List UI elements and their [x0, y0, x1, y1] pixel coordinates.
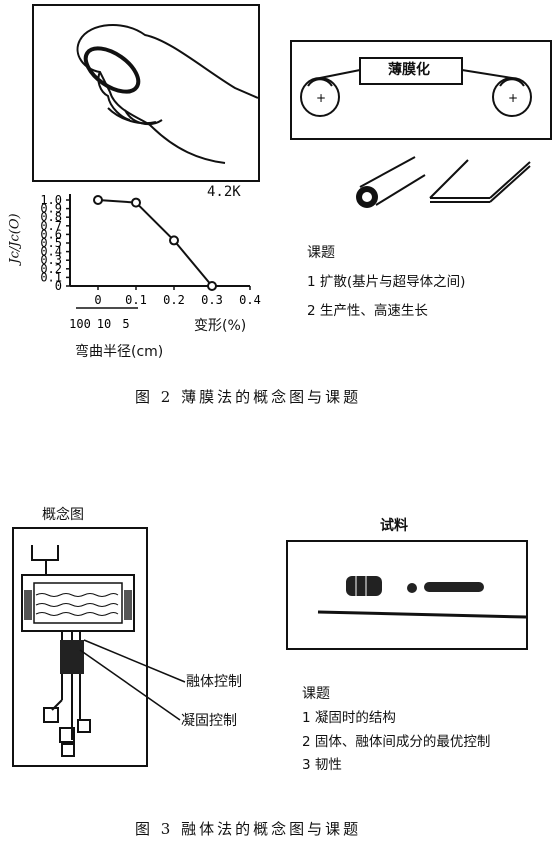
fig2-caption: 图 2 薄膜法的概念图与课题 — [135, 388, 362, 406]
x-tick-label: 0.3 — [201, 293, 223, 307]
film-apparatus-frame — [290, 40, 552, 140]
x-tick-label: 0.1 — [125, 293, 147, 307]
y-tick-label: 0.4 — [40, 245, 62, 259]
y-axis-label: Jc/Jc(O) — [7, 213, 23, 264]
fig3-issue-1: 1 凝固时的结构 — [302, 710, 396, 726]
y-tick-label: 0.7 — [40, 219, 62, 233]
series-line — [97, 199, 213, 287]
secondary-x-tick-label: 100 — [69, 317, 91, 331]
solidify-control-label: 凝固控制 — [181, 713, 237, 729]
y-tick-label: 0.3 — [40, 253, 62, 267]
secondary-x-tick-label: 10 — [97, 317, 111, 331]
x-tick-label: 0.4 — [239, 293, 261, 307]
sample-title: 试料 — [380, 518, 408, 534]
fig2-issue-1: 1 扩散(基片与超导体之间) — [307, 274, 466, 290]
y-tick-label: 0.6 — [40, 227, 62, 241]
secondary-x-tick-label: 5 — [122, 317, 129, 331]
fig3-caption: 图 3 融体法的概念图与课题 — [135, 820, 362, 838]
y-tick-label: 0.8 — [40, 210, 62, 224]
y-tick-label: 0.5 — [40, 236, 62, 250]
x-axis-label: 变形(%) — [194, 318, 247, 334]
x-tick-label: 0.2 — [163, 293, 185, 307]
fig3-issue-2: 2 固体、融体间成分的最优控制 — [302, 734, 491, 750]
data-point — [131, 197, 141, 208]
sample-frame — [286, 540, 528, 650]
fig3-issue-3: 3 韧性 — [302, 757, 342, 773]
melt-control-label: 融体控制 — [186, 674, 242, 690]
concept-title: 概念图 — [42, 507, 84, 523]
y-tick-label: 0.9 — [40, 202, 62, 216]
temperature-label: 4.2K — [207, 184, 241, 200]
data-point — [207, 281, 217, 291]
secondary-x-axis-label: 弯曲半径(cm) — [75, 344, 164, 360]
fig2-issue-2: 2 生产性、高速生长 — [307, 303, 428, 319]
film-label: 薄膜化 — [388, 62, 430, 78]
x-tick-label: 0 — [94, 293, 101, 307]
fig2-issues-title: 课题 — [307, 245, 335, 261]
y-tick-label: 0.2 — [40, 262, 62, 276]
concept-frame — [12, 527, 148, 767]
y-tick-label: 0 — [55, 279, 62, 293]
hand-photo-frame — [32, 4, 260, 182]
data-point — [169, 235, 179, 246]
data-point — [93, 195, 103, 205]
y-tick-label: 1.0 — [40, 193, 62, 207]
fig3-issues-title: 课题 — [302, 686, 330, 702]
y-tick-label: 0.1 — [40, 270, 62, 284]
